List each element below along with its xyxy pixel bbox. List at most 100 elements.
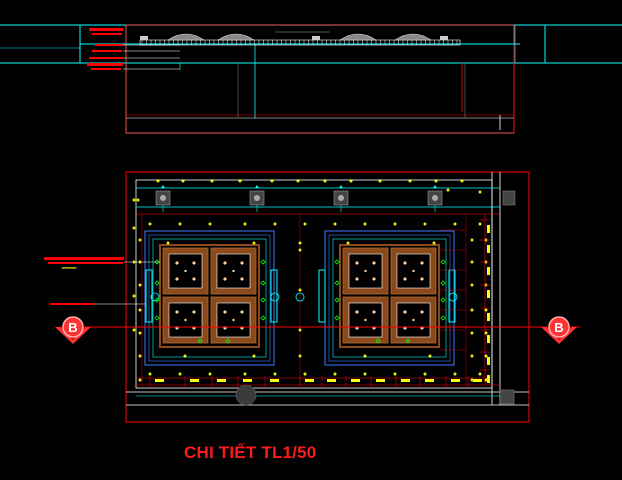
panel-spot	[223, 310, 227, 314]
yellow-marker	[332, 221, 338, 227]
panel-center-spot	[364, 318, 367, 322]
panel-center-spot	[412, 269, 415, 273]
dim-text-mark	[425, 379, 434, 382]
yellow-marker	[272, 371, 278, 377]
section-marker-right: B	[541, 316, 577, 344]
yellow-marker	[147, 371, 153, 377]
green-marker	[260, 259, 266, 265]
spot-arrow	[161, 185, 165, 188]
yellow-marker	[297, 287, 303, 293]
panel-spot	[355, 261, 359, 265]
yellow-marker	[477, 371, 483, 377]
yellow-marker	[297, 327, 303, 333]
yellow-marker	[297, 353, 303, 359]
yellow-marker	[445, 187, 451, 193]
drawing-title: CHI TIẾT TL1/50	[184, 443, 317, 462]
led-markers	[154, 259, 446, 344]
ceiling-plan: ▬▬▬▬▬▬	[44, 171, 580, 423]
panel-spot	[175, 310, 179, 314]
panel-spot	[240, 277, 244, 281]
yellow-marker	[469, 259, 475, 265]
yellow-marker	[137, 237, 143, 243]
yellow-marker	[297, 247, 303, 253]
spot-lamp	[160, 195, 166, 201]
yellow-marker	[427, 353, 433, 359]
yellow-marker	[469, 330, 475, 336]
green-marker	[440, 297, 446, 303]
yellow-marker	[477, 189, 483, 195]
yellow-marker	[165, 240, 171, 246]
dim-text-mark	[401, 379, 410, 382]
dim-text-mark	[451, 379, 460, 382]
yellow-marker	[147, 221, 153, 227]
coffer-frame	[339, 244, 440, 348]
section-marker-left: B	[55, 316, 91, 344]
yellow-marker	[431, 240, 437, 246]
yellow-marker	[137, 307, 143, 313]
panel-spot	[223, 277, 227, 281]
yellow-marker	[302, 371, 308, 377]
panel-center-spot	[232, 318, 235, 322]
spot-lamp	[254, 195, 260, 201]
panel-spot	[192, 277, 196, 281]
yellow-marker	[237, 178, 243, 184]
green-marker	[260, 315, 266, 321]
panel-spot	[355, 310, 359, 314]
yellow-marker	[251, 240, 257, 246]
dim-text-mark	[376, 379, 385, 382]
yellow-marker	[137, 330, 143, 336]
yellow-marker	[362, 353, 368, 359]
yellow-marker	[469, 282, 475, 288]
yellow-marker	[207, 221, 213, 227]
yellow-marker	[302, 221, 308, 227]
section-marker-left-label: B	[68, 320, 77, 335]
yellow-marker	[407, 178, 413, 184]
yellow-marker	[137, 353, 143, 359]
yellow-marker	[348, 178, 354, 184]
dim-text-mark	[217, 379, 226, 382]
dim-text-mark	[487, 313, 490, 321]
green-marker	[154, 280, 160, 286]
yellow-marker	[272, 221, 278, 227]
green-marker	[154, 315, 160, 321]
coffer-frame	[159, 244, 260, 348]
yellow-marker	[483, 353, 489, 359]
wood-panel-grid	[159, 244, 440, 348]
spot-arrow	[339, 185, 343, 188]
dim-text-mark	[487, 335, 490, 343]
svg-text:▬▬▬▬▬▬: ▬▬▬▬▬▬	[62, 265, 77, 270]
green-marker	[375, 338, 381, 344]
yellow-marker	[207, 371, 213, 377]
green-marker	[225, 338, 231, 344]
green-marker	[334, 280, 340, 286]
green-marker	[334, 315, 340, 321]
dim-text-mark	[487, 357, 490, 365]
spot-arrow	[433, 185, 437, 188]
spot-lamp	[338, 195, 344, 201]
dim-text-mark	[190, 379, 199, 382]
yellow-marker	[135, 197, 141, 203]
yellow-marker	[137, 282, 143, 288]
dim-text-mark	[473, 379, 482, 382]
green-marker	[260, 280, 266, 286]
yellow-marker	[362, 371, 368, 377]
yellow-marker	[297, 240, 303, 246]
yellow-marker	[242, 221, 248, 227]
yellow-marker	[422, 221, 428, 227]
dim-text-mark	[305, 379, 314, 382]
yellow-marker	[469, 307, 475, 313]
yellow-marker	[131, 327, 137, 333]
yellow-marker	[131, 293, 137, 299]
yellow-marker	[345, 240, 351, 246]
panel-spot	[372, 261, 376, 265]
yellow-marker	[332, 371, 338, 377]
panel-center-spot	[184, 318, 187, 322]
yellow-marker	[433, 178, 439, 184]
panel-spot	[240, 310, 244, 314]
yellow-marker	[459, 178, 465, 184]
yellow-marker	[362, 221, 368, 227]
yellow-marker	[177, 221, 183, 227]
yellow-marker	[377, 178, 383, 184]
panel-spot	[372, 277, 376, 281]
